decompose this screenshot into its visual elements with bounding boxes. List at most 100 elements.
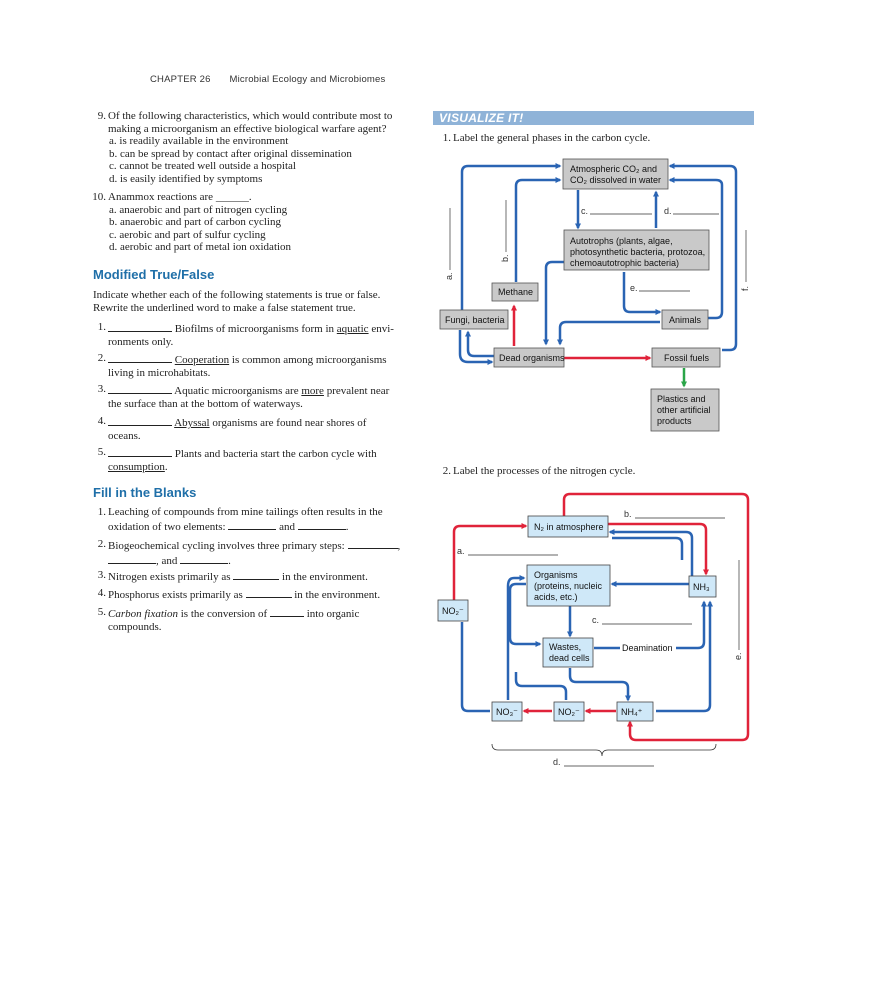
box-fungi-label: Fungi, bacteria (445, 315, 505, 325)
arrow-n2-to-nh3 (606, 522, 709, 576)
answer-option: c. cannot be treated well outside a hosp… (109, 160, 296, 172)
nitrogen-label-c: c. (592, 615, 599, 625)
section-heading-fill-blanks: Fill in the Blanks (93, 485, 197, 500)
answer-blank[interactable] (108, 415, 172, 426)
box-nh4 (616, 701, 654, 722)
answer-blank[interactable] (297, 519, 346, 530)
item-text: compounds. (108, 620, 162, 633)
item-number: 3. (97, 383, 106, 395)
item-text: . (228, 554, 231, 567)
arrow-no3-to-no2-left (460, 622, 490, 713)
underlined-word: Cooperation (174, 354, 230, 366)
instruction-line: Indicate whether each of the following s… (93, 289, 381, 301)
arrow-fossil-to-atmosphere (668, 163, 738, 352)
box-no3 (491, 701, 523, 722)
answer-blank[interactable] (108, 352, 172, 363)
item-text: is common among microorganisms (229, 354, 387, 366)
answer-blank[interactable] (269, 606, 304, 617)
visualize-title: VISUALIZE IT! (439, 111, 524, 125)
item-number: 3. (97, 569, 106, 581)
question-text: Label the processes of the nitrogen cycl… (453, 465, 636, 477)
answer-option: a. anaerobic and part of nitrogen cyclin… (109, 203, 288, 216)
arrow-methane-to-atmosphere (514, 177, 562, 282)
item-text: in the environment. (291, 589, 381, 601)
box-no2-label: NO₂⁻ (558, 707, 580, 717)
brace-d (491, 743, 717, 757)
arrow-autotrophs-to-dead (543, 260, 564, 346)
answer-option: a. is readily available in the environme… (109, 135, 289, 147)
item-text: Phosphorus exists primarily as (108, 589, 246, 601)
item-number: 4. (97, 587, 106, 599)
underlined-word: Abyssal (174, 417, 210, 429)
item-text: , (397, 540, 401, 552)
item-text: envi- (368, 323, 394, 335)
item-text: oxidation of two elements: (108, 520, 229, 533)
answer-option: c. aerobic and part of sulfur cycling (109, 228, 266, 241)
box-nh4-label: NH₄⁺ (621, 707, 643, 717)
item-text: . (164, 460, 168, 473)
answer-blank[interactable] (347, 538, 398, 549)
tf-instructions: Indicate whether each of the following s… (93, 289, 423, 314)
arrow-nitrification-loop (562, 492, 750, 742)
box-autotrophs-line: photosynthetic bacteria, protozoa, (570, 247, 705, 257)
item-text: . (345, 520, 349, 533)
underlined-word: aquatic (336, 323, 369, 335)
tf-item-2: 2. Cooperation is common among microorga… (88, 352, 418, 379)
arrow-wastes-to-nh4 (568, 668, 631, 702)
arrow-organisms-to-wastes-left (508, 582, 542, 647)
arrow-deamination-to-nh3 (676, 600, 707, 650)
question-number: 10. (92, 191, 106, 203)
deamination-label: Deamination (622, 643, 673, 653)
box-fossil-fuels (651, 347, 721, 368)
question-number: 2. (442, 465, 451, 477)
nitrogen-label-e: e. (733, 652, 743, 660)
box-n2-atmosphere (527, 515, 609, 538)
item-text: Leaching of compounds from mine tailings… (108, 506, 383, 518)
underlined-word: more (301, 385, 324, 397)
item-number: 1. (97, 321, 106, 333)
item-text: into organic (303, 608, 360, 620)
answer-option: d. is easily identified by symptoms (109, 172, 263, 185)
question-number: 9. (97, 110, 106, 122)
answer-blank[interactable] (245, 587, 292, 598)
item-text: Plants and bacteria start the carbon cyc… (172, 448, 377, 460)
answer-blank[interactable] (108, 383, 172, 394)
page-header: CHAPTER 26 Microbial Ecology and Microbi… (150, 74, 385, 85)
answer-blank[interactable] (180, 553, 229, 564)
tf-item-5: 5. Plants and bacteria start the carbon … (88, 446, 418, 473)
box-organisms-line: Organisms (534, 570, 578, 580)
arrow-no2-to-n2 (452, 523, 528, 602)
arrow-no3-to-organisms (506, 575, 526, 700)
answer-blank[interactable] (228, 519, 277, 530)
fb-item-4: 4. Phosphorus exists primarily as in the… (88, 587, 418, 601)
item-text: and (276, 520, 298, 533)
arrow-animals-to-atmosphere (668, 177, 724, 320)
box-autotrophs-line: chemoautotrophic bacteria) (570, 258, 679, 268)
question-text: Label the general phases in the carbon c… (453, 132, 651, 144)
carbon-label-c: c. (581, 206, 588, 216)
arrow-fungi-to-dead (458, 330, 494, 365)
box-plastics-line: Plastics and (657, 394, 706, 404)
box-plastics-line: other artificial (657, 405, 711, 415)
fb-item-1: 1. Leaching of compounds from mine taili… (88, 506, 418, 533)
answer-option: b. anaerobic and part of carbon cycling (109, 216, 281, 228)
box-autotrophs-line: Autotrophs (plants, algae, (570, 236, 673, 246)
question-10: 10. Anammox reactions are ______. a. ana… (88, 191, 428, 256)
box-dead-organisms (493, 347, 565, 368)
fb-item-2: 2. Biogeochemical cycling involves three… (88, 538, 418, 567)
arrow-no2-to-organisms-up (514, 672, 568, 700)
nitrogen-label-b: b. (624, 509, 632, 519)
carbon-label-d: d. (664, 206, 672, 216)
answer-blank[interactable] (108, 553, 156, 564)
box-plastics (650, 388, 720, 432)
answer-blank[interactable] (108, 446, 172, 457)
answer-blank[interactable] (233, 569, 280, 580)
answer-blank[interactable] (108, 321, 172, 332)
box-no2-left-label: NO₂⁻ (442, 606, 464, 616)
section-heading-true-false: Modified True/False (93, 267, 215, 282)
arrow-nh3-to-n2 (608, 529, 694, 580)
box-fungi-bacteria (439, 309, 509, 330)
item-text: Biogeochemical cycling involves three pr… (108, 540, 348, 552)
box-animals-label: Animals (669, 315, 702, 325)
item-text: organisms are found near shores of (209, 417, 367, 429)
